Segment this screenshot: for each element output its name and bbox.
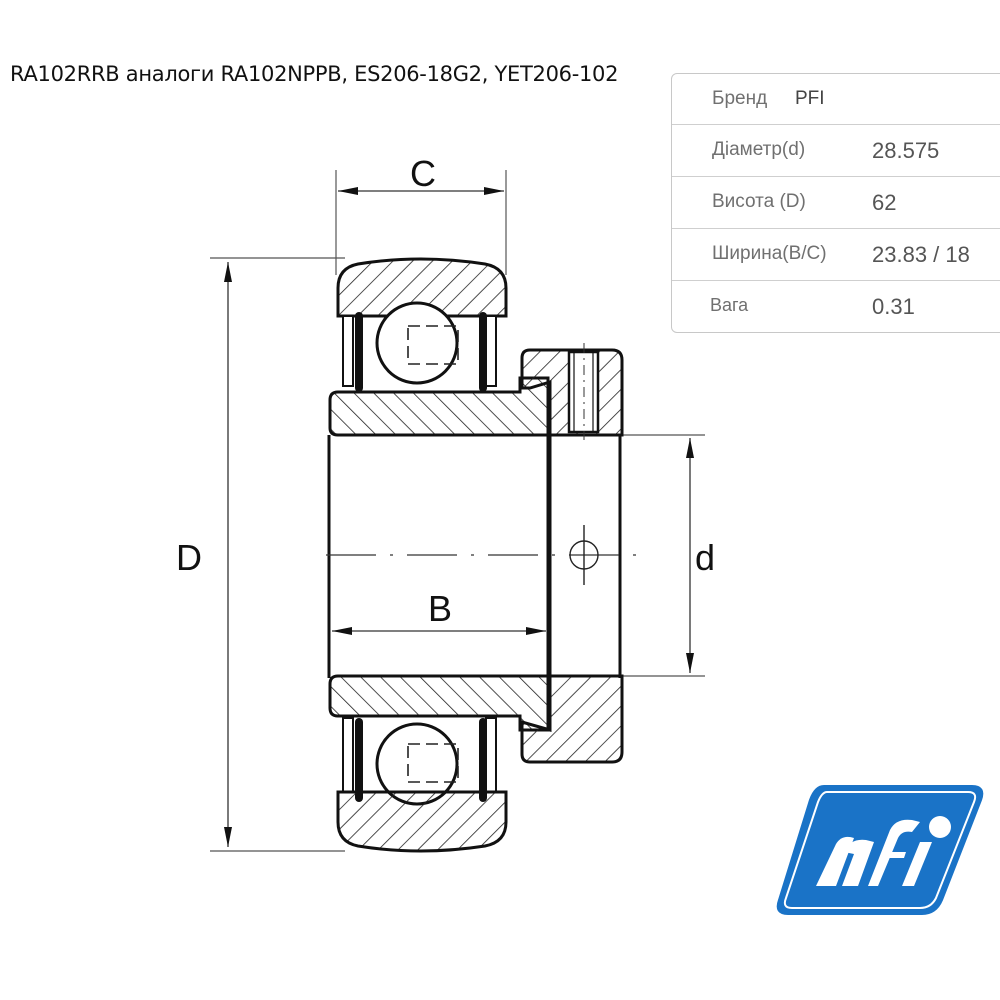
spec-value: 62 [872,190,897,215]
dimension-B: B [332,588,546,635]
dimension-label-B: B [428,588,452,629]
spec-label: Діаметр(d) [712,139,806,160]
spec-value: PFI [795,88,825,109]
screw-hole-symbol [569,525,599,585]
dimension-d: d [686,438,715,673]
spec-label: Ширина(B/C) [712,243,827,264]
dimension-label-d: d [695,537,715,578]
spec-row-height: Висота (D) 62 [672,176,1000,228]
spec-row-weight: Вага 0.31 [672,280,1000,332]
dimension-label-D: D [176,537,202,578]
spec-value: 23.83 / 18 [872,242,970,267]
spec-label: Вага [710,295,749,315]
spec-table: Бренд PFI Діаметр(d) 28.575 Висота (D) 6… [671,73,1000,333]
pfi-logo [776,785,984,915]
spec-row-diameter: Діаметр(d) 28.575 [672,124,1000,176]
spec-value: 28.575 [872,138,940,163]
spec-row-brand: Бренд PFI [672,74,1000,124]
spec-label: Бренд [712,88,768,109]
spec-value: 0.31 [872,294,915,319]
product-title: RA102RRB аналоги RA102NPPB, ES206-18G2, … [10,62,619,86]
dimension-C: C [338,153,504,195]
dimension-D: D [176,262,232,847]
spec-label: Висота (D) [712,191,806,212]
spec-row-width: Ширина(B/C) 23.83 / 18 [672,228,1000,280]
dimension-label-C: C [410,153,436,194]
